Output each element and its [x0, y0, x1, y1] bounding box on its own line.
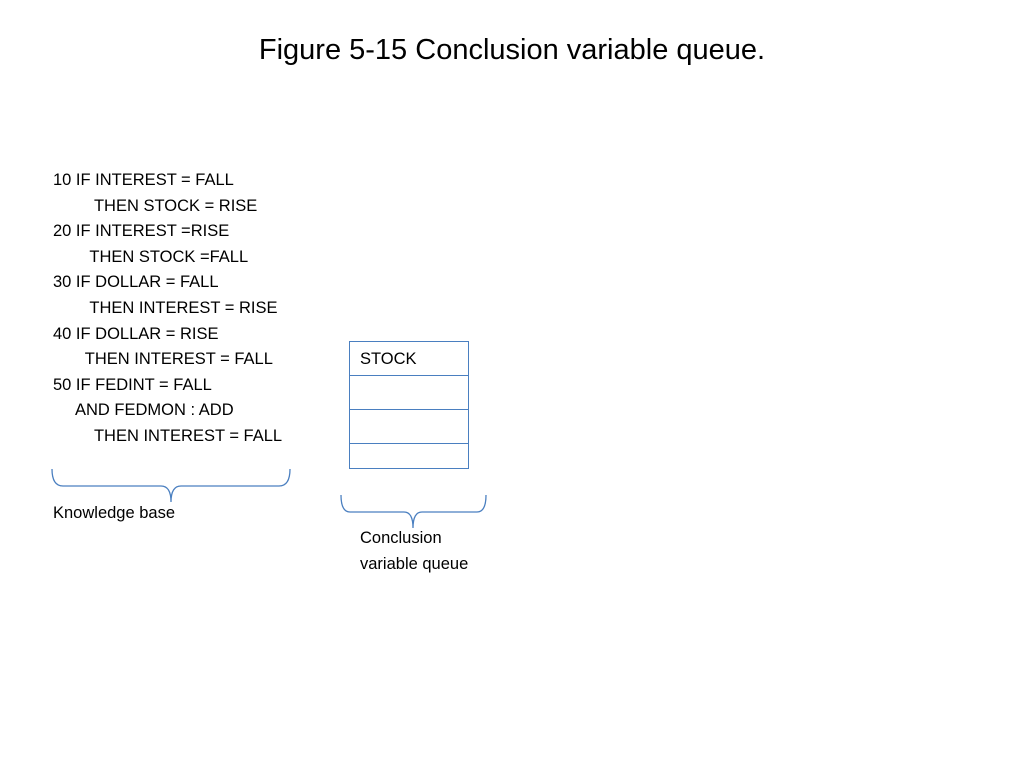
figure-title: Figure 5-15 Conclusion variable queue.: [258, 34, 766, 66]
rule-50-and-clause: AND FEDMON : ADD: [53, 401, 234, 420]
queue-slot-3: [350, 410, 468, 444]
rule-30-conclusion: THEN INTEREST = RISE: [53, 298, 278, 317]
queue-slot-4: [350, 444, 468, 468]
queue-caption: Conclusion variable queue: [360, 526, 468, 577]
knowledge-base-caption: Knowledge base: [53, 504, 176, 522]
knowledge-base-rules: 10 IF INTEREST = FALL THEN STOCK = RISE …: [53, 168, 282, 450]
rule-50-condition: 50 IF FEDINT = FALL: [53, 375, 212, 394]
rule-20-conclusion: THEN STOCK =FALL: [53, 247, 249, 266]
conclusion-variable-queue: STOCK: [349, 341, 469, 469]
queue-slot-2: [350, 376, 468, 410]
rule-40-condition: 40 IF DOLLAR = RISE: [53, 324, 219, 343]
rule-40-conclusion: THEN INTEREST = FALL: [53, 350, 273, 369]
queue-caption-line-2: variable queue: [360, 554, 469, 573]
rule-20-condition: 20 IF INTEREST =RISE: [53, 222, 230, 241]
queue-caption-line-1: Conclusion: [360, 529, 442, 547]
rule-10-condition: 10 IF INTEREST = FALL: [53, 171, 234, 189]
knowledge-base-brace: [51, 468, 291, 503]
rule-10-conclusion: THEN STOCK = RISE: [53, 196, 258, 215]
queue-slot-1: STOCK: [350, 342, 468, 376]
rule-30-condition: 30 IF DOLLAR = FALL: [53, 273, 219, 292]
queue-brace: [340, 494, 487, 529]
rule-50-conclusion: THEN INTEREST = FALL: [53, 426, 283, 445]
